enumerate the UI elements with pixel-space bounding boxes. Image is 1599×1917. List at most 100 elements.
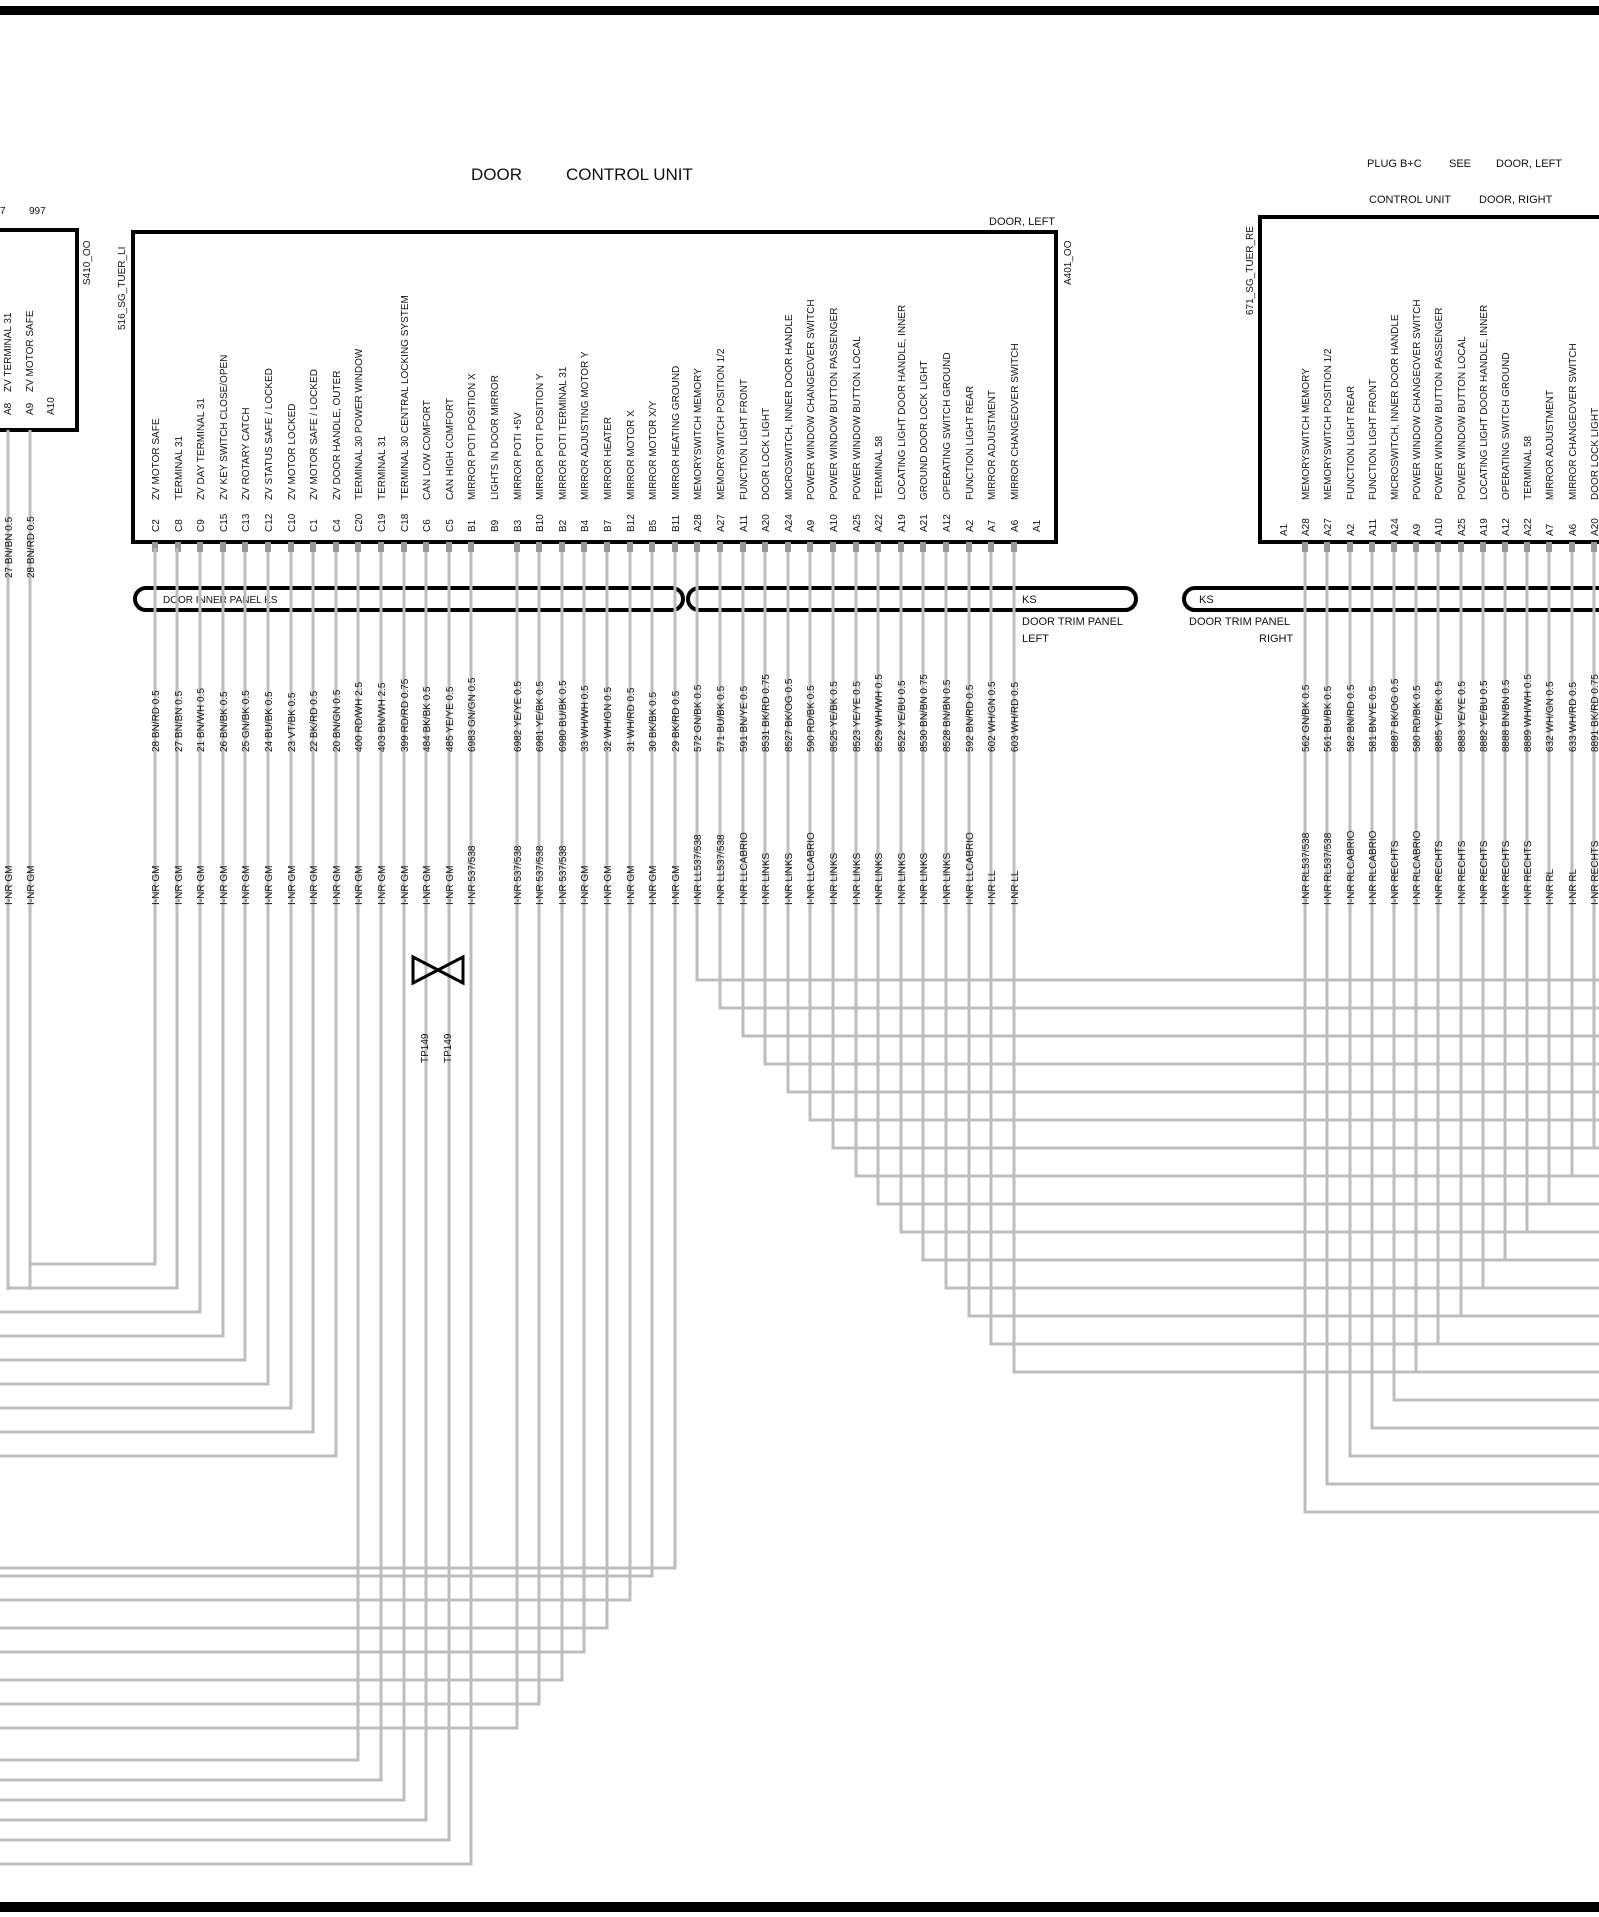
harness-connectors: DOOR INNER PANEL KS KS DOOR TRIM PANEL L…	[133, 586, 1599, 645]
wire	[0, 552, 632, 1602]
wire-connector-code: I-NR LLCABRIO	[806, 832, 817, 905]
wire-connector-code: I-NR RLCABRIO	[1412, 830, 1423, 905]
left-pin-desc: LOCATING LIGHT DOOR HANDLE, INNER	[897, 305, 908, 500]
wire-connector-code: I-NR LLCABRIO	[965, 832, 976, 905]
pin-terminal	[807, 542, 813, 552]
right-pin-desc: MIRROR ADJUSTMENT	[1545, 390, 1556, 500]
partial-unit-num-b: 997	[29, 206, 46, 217]
left-pin-desc: MEMORYSWITCH POSITION 1/2	[716, 348, 727, 500]
wire-connector-code: I-NR 537/538	[558, 845, 569, 905]
wire-code: 632 WH/GN 0.5	[1545, 681, 1556, 752]
pin-terminal	[333, 542, 339, 552]
header-plug: PLUG B+C	[1367, 158, 1422, 170]
left-pin-id: C6	[422, 519, 433, 532]
left-pin-desc: ZV DAY TERMINAL 31	[196, 398, 207, 500]
pin-terminal	[672, 542, 678, 552]
harness-left-trim-desc2: LEFT	[1022, 633, 1049, 645]
wire	[28, 548, 157, 1290]
wire-code: 571 BU/BK 0.5	[716, 685, 727, 752]
left-pin-desc: MIRROR MOTOR X	[626, 410, 637, 500]
wire	[1459, 552, 1599, 1318]
wire	[1525, 552, 1599, 1234]
pin-terminal	[514, 542, 520, 552]
wire-connector-code: I-NR GM	[174, 866, 185, 905]
wire-code: 8889 WH/WH 0.5	[1523, 674, 1534, 752]
harness-right-trim	[1182, 586, 1599, 612]
wire-code: 562 GN/BK 0.5	[1301, 684, 1312, 752]
wire-connector-code: I-NR RL537/538	[1323, 832, 1334, 905]
left-pin-desc: MICROSWITCH, INNER DOOR HANDLE	[784, 314, 795, 500]
left-pin-desc: MIRROR ADJUSTING MOTOR Y	[580, 351, 591, 500]
pin-terminal	[1480, 542, 1486, 552]
wire-routes	[0, 430, 1599, 1866]
right-pin-id: A10	[1434, 518, 1445, 536]
left-pin-id: C4	[332, 519, 343, 532]
wire	[0, 552, 586, 1654]
left-pin-id: A25	[852, 514, 863, 532]
left-pin-id: A24	[784, 514, 795, 532]
left-pin-id: A7	[987, 519, 998, 532]
wire	[0, 552, 338, 1458]
wire	[0, 552, 293, 1410]
left-pin-desc: ZV MOTOR SAFE	[151, 418, 162, 500]
wire-connector-code: I-NR 537/538	[467, 845, 478, 905]
wire-connector-code: I-NR RECHTS	[1390, 840, 1401, 905]
right-pin-desc: MIRROR CHANGEOVER SWITCH	[1568, 343, 1579, 500]
left-pin-id: A20	[761, 514, 772, 532]
left-pin-id: A10	[829, 514, 840, 532]
wire-code: 8531 BK/RD 0.75	[761, 674, 772, 752]
wire-code: 8523 YE/YE 0.5	[852, 681, 863, 752]
wire-connector-code: I-NR GM	[219, 866, 230, 905]
pin-terminal	[1413, 542, 1419, 552]
wire	[944, 552, 1599, 1290]
right-unit-id: 671_SG_TUER_RE	[1245, 226, 1256, 315]
left-pin-desc: CAN LOW COMFORT	[422, 400, 433, 500]
left-pin-desc: MIRROR ADJUSTMENT	[987, 390, 998, 500]
left-pin-id: A12	[942, 514, 953, 532]
wire-code: 603 WH/RD 0.5	[1010, 682, 1021, 752]
left-pin-desc: MIRROR HEATING GROUND	[671, 366, 682, 500]
pin-terminal	[1591, 542, 1597, 552]
wire	[1436, 552, 1599, 1346]
wire-code: 8527 BK/OG 0.5	[784, 678, 795, 752]
pin-terminal	[1569, 542, 1575, 552]
wire-code: 27 BN/BN 0.5	[4, 516, 15, 578]
wire-connector-code: I-NR GM	[309, 866, 320, 905]
pin-terminal	[401, 542, 407, 552]
pin-terminal	[627, 542, 633, 552]
left-pin-id: C13	[241, 513, 252, 532]
wire-connector-code: I-NR GM	[580, 866, 591, 905]
pin-terminal	[152, 542, 158, 552]
header-see: SEE	[1449, 158, 1471, 170]
pin-terminal	[1546, 542, 1552, 552]
left-pin-desc: MIRROR POTI POSITION Y	[535, 373, 546, 500]
wire	[0, 552, 609, 1630]
pin-terminal	[1435, 542, 1441, 552]
pin-terminal	[581, 542, 587, 552]
left-pin-id: A22	[874, 514, 885, 532]
header-door-right: DOOR, RIGHT	[1479, 194, 1553, 206]
partial-pin-desc: ZV MOTOR SAFE	[25, 310, 36, 392]
partial-pin-id: A10	[46, 397, 57, 415]
wire-code: 6980 BU/BK 0.5	[558, 680, 569, 752]
pin-terminal	[694, 542, 700, 552]
left-pin-id: C9	[196, 519, 207, 532]
left-pin-desc: MEMORYSWITCH MEMORY	[693, 368, 704, 500]
pin-terminal	[717, 542, 723, 552]
wire-connector-code: I-NR LL537/538	[716, 834, 727, 905]
right-pin-id: A1	[1279, 523, 1290, 536]
left-pin-id: B10	[535, 514, 546, 532]
right-pin-desc: FUNCTION LIGHT REAR	[1346, 386, 1357, 500]
pin-terminal	[988, 542, 994, 552]
wire-code: 8522 YE/BU 0.5	[897, 680, 908, 752]
right-pin-id: A19	[1479, 518, 1490, 536]
wire	[695, 552, 1599, 982]
top-border	[0, 6, 1599, 15]
wire-code: 633 WH/RD 0.5	[1568, 682, 1579, 752]
wire-code: 25 GN/BK 0.5	[241, 690, 252, 752]
wire-code: 6981 YE/BK 0.5	[535, 681, 546, 752]
left-pin-desc: MIRROR POTI POSITION X	[467, 373, 478, 500]
right-pin-desc: POWER WINDOW CHANGEOVER SWITCH	[1412, 299, 1423, 500]
right-pin-id: A22	[1523, 518, 1534, 536]
harness-left-trim-desc1: DOOR TRIM PANEL	[1022, 616, 1123, 628]
